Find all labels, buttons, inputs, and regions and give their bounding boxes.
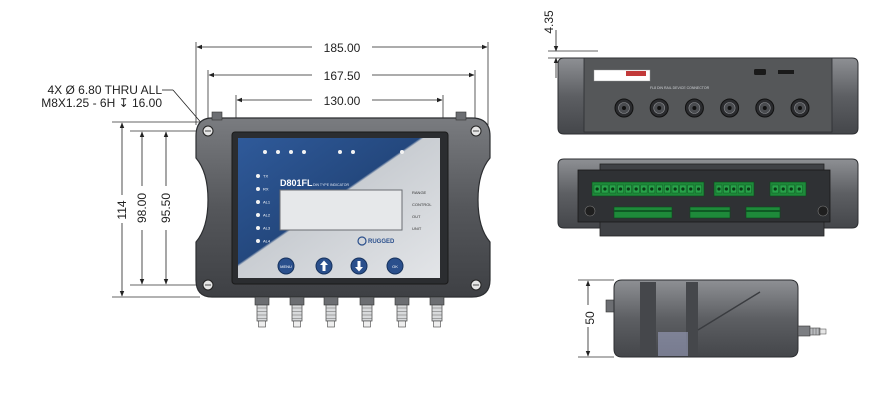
- terminal-block-right: [769, 181, 807, 197]
- status-leds-top: [263, 150, 404, 154]
- m8-connector-icon: [323, 296, 339, 328]
- m8-port-icon: [649, 98, 669, 118]
- ok-button[interactable]: OK: [386, 257, 404, 275]
- side-connector: [797, 325, 827, 337]
- arrow-down-icon: [355, 261, 363, 272]
- m8-port-icon: [684, 98, 704, 118]
- model-name: D801FL: [280, 178, 313, 188]
- callout-thread: M8X1.25 - 6H ↧ 16.00: [41, 96, 162, 110]
- side-view: 50: [578, 279, 827, 358]
- led-label: AL1: [263, 200, 271, 205]
- m8-connector-icon: [254, 296, 270, 328]
- svg-text:CONTROL: CONTROL: [412, 202, 432, 207]
- dim-side-depth: 50: [583, 311, 597, 325]
- right-label-column: RANGE CONTROL OUT UNIT: [412, 190, 432, 231]
- m8-connector-icon: [359, 296, 375, 328]
- model-subtitle: DIN TYPE INDICATOR: [313, 183, 349, 187]
- m8-port-icon: [614, 98, 634, 118]
- down-button[interactable]: [350, 257, 368, 275]
- dim-overall-width: 185.00: [324, 41, 361, 55]
- led-label: AL2: [263, 213, 271, 218]
- m8-port-icon: [720, 98, 740, 118]
- dim-mount-height: 98.00: [135, 193, 149, 223]
- m8-connector-icon: [394, 296, 410, 328]
- callout-hole-size: 4X Ø 6.80 THRU ALL: [47, 83, 162, 97]
- led-label: AL4: [263, 239, 271, 244]
- svg-text:OUT: OUT: [412, 214, 421, 219]
- m8-connector-icon: [289, 296, 305, 328]
- mounting-hole-icon: [202, 125, 482, 291]
- dim-panel-height: 95.50: [159, 193, 173, 223]
- dim-mount-width: 167.50: [324, 69, 361, 83]
- top-view-label: FL8 DIN RAIL DEVICE CONNECTOR: [650, 86, 710, 90]
- top-view: 4.35 FL8 DIN RAIL DEVICE CONNECTOR: [542, 10, 859, 135]
- left-led-column: TX RX AL1 AL2 AL3 AL4: [256, 174, 271, 244]
- brand-logo: RUGGED: [357, 236, 395, 246]
- svg-text:MENU: MENU: [280, 264, 292, 269]
- led-label: RX: [263, 187, 269, 192]
- dim-panel-width: 130.00: [324, 94, 361, 108]
- terminal-block-mid: [713, 181, 755, 197]
- dim-overall-height: 114: [115, 200, 129, 219]
- up-button[interactable]: [315, 257, 333, 275]
- front-view: 185.00 167.50 130.00 114 98.00 95.50 4X …: [41, 40, 491, 328]
- svg-text:UNIT: UNIT: [412, 226, 422, 231]
- top-connectors: [614, 98, 810, 118]
- svg-text:RANGE: RANGE: [412, 190, 427, 195]
- bottom-connectors: [254, 296, 445, 328]
- dim-top-thickness: 4.35: [542, 10, 556, 34]
- menu-button[interactable]: MENU: [277, 257, 295, 275]
- display-window: [279, 189, 403, 231]
- m8-port-icon: [755, 98, 775, 118]
- led-label: TX: [263, 174, 268, 179]
- arrow-up-icon: [320, 260, 328, 271]
- svg-text:RUGGED: RUGGED: [368, 239, 395, 245]
- m8-connector-icon: [429, 296, 445, 328]
- svg-text:OK: OK: [392, 264, 398, 269]
- m8-port-icon: [790, 98, 810, 118]
- rear-view: [557, 158, 859, 237]
- led-label: AL3: [263, 226, 271, 231]
- terminal-block-main: [591, 181, 705, 197]
